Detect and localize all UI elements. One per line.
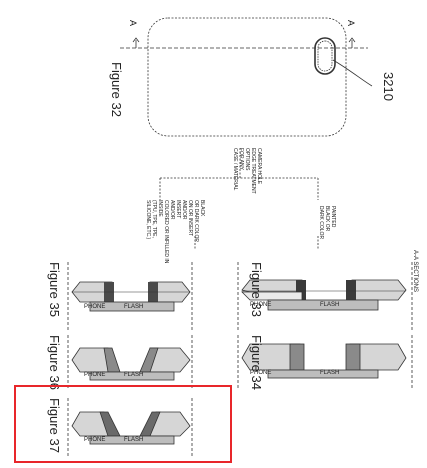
section-figure-37 [67,398,193,458]
section-figure-36 [67,335,193,390]
flash-label-35: FLASH [124,304,144,310]
branch-right-note: PAINTED BLACK OR DARK COLOR [318,206,336,240]
phone-label-37: PHONE [84,437,106,443]
section-arrowhead-left [132,37,140,43]
section-arrowhead-right [348,37,356,43]
flash-label-37: FLASH [124,437,144,443]
leader-line-3210 [332,59,373,87]
camera-hole [314,37,336,75]
root-note: CAMERA HOLE EDGE TREATMENT OPTIONS FOR A… [232,148,262,194]
phone-label-33: PHONE [250,302,272,308]
section-marker-left: A [128,20,138,27]
figure-37-highlight-box [14,385,232,463]
section-marker-right: A [346,20,356,27]
section-figure-33 [237,262,413,330]
figure-33-label: Figure 33 [249,262,264,317]
section-figure-35 [67,262,193,330]
flash-label-34: FLASH [320,370,340,376]
phone-back-outline [147,17,347,137]
figure-34-label: Figure 34 [249,335,264,390]
branch-left-note: BLACK OR DARK COLOR ON OR INSERT AND/OR … [145,200,205,264]
figure-32-label: Figure 32 [109,62,124,117]
section-figure-34 [237,335,413,390]
section-header: A-A SECTIONS [412,250,418,293]
reference-numeral-3210: 3210 [381,72,396,101]
flash-label-33: FLASH [320,302,340,308]
figure-35-label: Figure 35 [47,262,62,317]
flash-label-36: FLASH [124,372,144,378]
figure-36-label: Figure 36 [47,335,62,390]
phone-label-35: PHONE [84,304,106,310]
camera-hole-inner [317,40,333,72]
phone-label-34: PHONE [250,370,272,376]
phone-label-36: PHONE [84,372,106,378]
